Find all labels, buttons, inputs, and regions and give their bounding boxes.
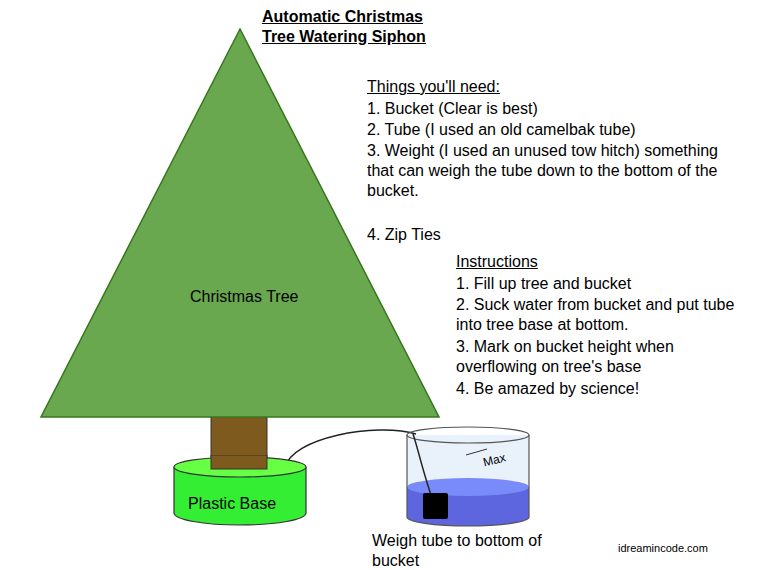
watermark: idreamincode.com (618, 541, 748, 555)
list-item: 3. Mark on bucket height when overflowin… (456, 337, 751, 377)
tree-triangle: Christmas Tree (40, 28, 440, 418)
node-label: Christmas Tree (190, 287, 298, 307)
bucket-outline (403, 425, 533, 529)
diagram-title: Automatic Christmas Tree Watering Siphon (262, 7, 442, 47)
section-heading: Instructions (456, 252, 751, 272)
list-item: 3. Weight (I used an unused tow hitch) s… (367, 141, 742, 201)
list-item: 1. Fill up tree and bucket (456, 274, 751, 294)
list-item: 1. Bucket (Clear is best) (367, 99, 747, 119)
base-cylinder: Plastic Base (173, 455, 307, 527)
tree-triangle-outline (40, 28, 440, 418)
caption-note: Weigh tube to bottom of bucket (372, 531, 577, 570)
section-heading: Things you'll need: (367, 77, 747, 97)
node-label: Plastic Base (188, 494, 276, 514)
list-item: 4. Be amazed by science! (456, 379, 751, 399)
tree-trunk (211, 412, 267, 476)
siphon-tube (285, 430, 416, 468)
list-item: 2. Suck water from bucket and put tube i… (456, 295, 751, 335)
list-item: 2. Tube (I used an old camelbak tube) (367, 120, 747, 140)
list-item: 4. Zip Ties (367, 225, 747, 245)
bucket: Max (403, 425, 533, 529)
base-cylinder-outline (173, 455, 307, 527)
